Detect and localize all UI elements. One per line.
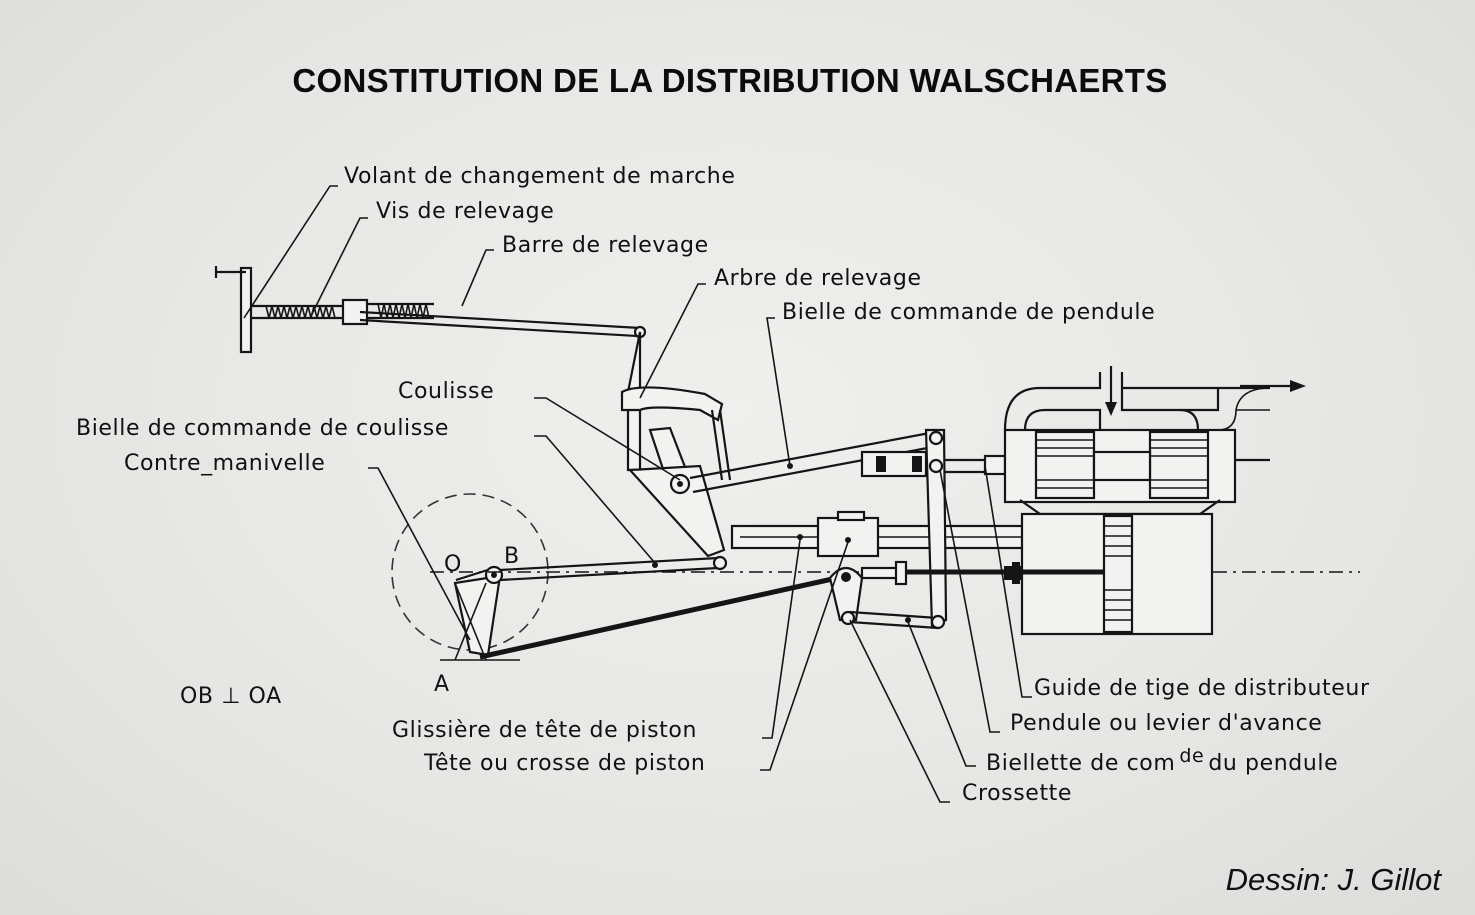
union-link: [849, 610, 939, 630]
label-crossette: Crossette: [962, 781, 1073, 806]
label-barre: Barre de relevage: [502, 233, 709, 258]
label-contre-manivelle: Contre_manivelle: [124, 451, 326, 476]
relation-ob-oa: OB ⊥ OA: [180, 684, 282, 709]
return-crank: [391, 493, 549, 661]
handwheel: [214, 266, 253, 354]
label-bielle-pendule: Bielle de commande de pendule: [782, 300, 1156, 325]
union-link-arm: [828, 560, 908, 626]
diagram-title: CONSTITUTION DE LA DISTRIBUTION WALSCHAE…: [292, 62, 1168, 99]
label-glissiere: Glissière de tête de piston: [392, 718, 698, 743]
label-tete: Tête ou crosse de piston: [424, 751, 706, 776]
label-guide-tige: Guide de tige de distributeur: [1034, 676, 1370, 701]
combination-lever: [924, 428, 948, 630]
label-coulisse: Coulisse: [398, 379, 495, 404]
reversing-rod: [359, 310, 647, 339]
crosshead-guide: [730, 524, 1034, 550]
label-volant: Volant de changement de marche: [344, 164, 736, 189]
label-vis: Vis de relevage: [376, 199, 555, 224]
crosshead: [816, 510, 880, 558]
arrow-down-icon: [1105, 366, 1117, 416]
eccentric-rod: [499, 555, 728, 582]
lifting-arm: [620, 331, 732, 481]
label-bielle-coulisse: Bielle de commande de coulisse: [76, 416, 449, 441]
expansion-link: [627, 426, 726, 558]
label-arbre: Arbre de relevage: [714, 266, 922, 291]
label-biellette-sup: de: [1179, 745, 1205, 767]
reversing-screw: [251, 298, 434, 326]
drawing-credit: Dessin: J. Gillot: [1225, 862, 1441, 897]
leader-lines: [243, 185, 1032, 803]
arrow-right-icon: [1240, 380, 1306, 392]
connecting-rod: [479, 573, 847, 660]
label-pendule: Pendule ou levier d'avance: [1010, 711, 1323, 736]
cylinder: [906, 372, 1271, 636]
point-b: B: [504, 544, 520, 569]
point-o: O: [444, 552, 462, 577]
label-biellette-a: Biellette de com: [986, 751, 1176, 776]
label-biellette-b: du pendule: [1208, 751, 1339, 776]
point-a: A: [434, 672, 450, 697]
